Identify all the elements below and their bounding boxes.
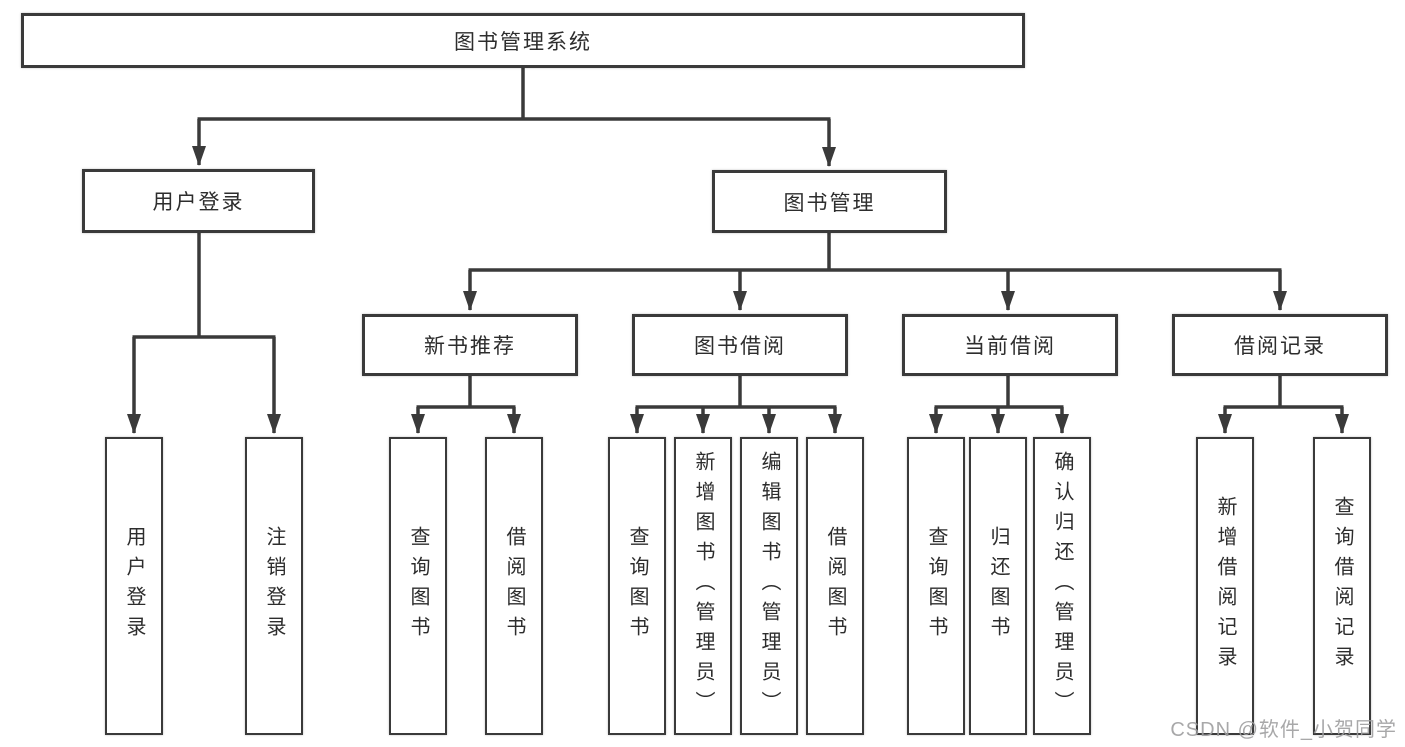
leaf-recommend-query-book-label: 查询图书: [407, 526, 429, 646]
leaf-current-query-book-label: 查询图书: [925, 526, 947, 646]
leaf-edit-book-admin: 编辑图书（管理员）: [740, 437, 798, 735]
node-user-login-branch: 用户登录: [82, 169, 315, 233]
leaf-add-book-admin: 新增图书（管理员）: [674, 437, 732, 735]
leaf-recommend-borrow-book: 借阅图书: [485, 437, 543, 735]
node-user-login-branch-label: 用户登录: [152, 191, 245, 214]
leaf-edit-book-admin-label: 编辑图书（管理员）: [758, 451, 780, 721]
leaf-user-login-label: 用户登录: [123, 526, 145, 646]
leaf-return-book-label: 归还图书: [987, 526, 1009, 646]
leaf-borrow-book: 借阅图书: [806, 437, 864, 735]
node-new-book-recommend-label: 新书推荐: [424, 335, 516, 358]
connector-current-borrow-to-leaves: [929, 376, 1069, 434]
leaf-confirm-return-admin-label: 确认归还（管理员）: [1051, 451, 1073, 721]
node-borrow-records-label: 借阅记录: [1234, 335, 1326, 358]
leaf-borrow-query-book: 查询图书: [608, 437, 666, 735]
connector-root-to-level2: [192, 68, 836, 167]
leaf-add-book-admin-label: 新增图书（管理员）: [692, 451, 714, 721]
node-root: 图书管理系统: [21, 13, 1025, 68]
leaf-borrow-book-label: 借阅图书: [824, 526, 846, 646]
node-current-borrow-label: 当前借阅: [964, 335, 1056, 358]
node-book-management-branch: 图书管理: [712, 170, 947, 233]
node-new-book-recommend: 新书推荐: [362, 314, 578, 376]
connector-borrow-records-to-leaves: [1218, 376, 1349, 434]
leaf-current-query-book: 查询图书: [907, 437, 965, 735]
leaf-logout-label: 注销登录: [263, 526, 285, 646]
leaf-recommend-borrow-book-label: 借阅图书: [503, 526, 525, 646]
leaf-borrow-query-book-label: 查询图书: [626, 526, 648, 646]
connector-user-login-to-leaves: [127, 233, 281, 434]
leaf-return-book: 归还图书: [969, 437, 1027, 735]
node-book-borrow: 图书借阅: [632, 314, 848, 376]
node-current-borrow: 当前借阅: [902, 314, 1118, 376]
connector-new-book-recommend-to-leaves: [411, 376, 521, 434]
leaf-confirm-return-admin: 确认归还（管理员）: [1033, 437, 1091, 735]
node-book-management-branch-label: 图书管理: [783, 191, 876, 215]
node-borrow-records: 借阅记录: [1172, 314, 1388, 376]
connector-book-management-to-level3: [463, 233, 1287, 311]
csdn-watermark: CSDN @软件_小贺同学: [1170, 719, 1397, 741]
leaf-recommend-query-book: 查询图书: [389, 437, 447, 735]
leaf-add-borrow-record: 新增借阅记录: [1196, 437, 1254, 735]
leaf-add-borrow-record-label: 新增借阅记录: [1214, 496, 1236, 676]
leaf-user-login: 用户登录: [105, 437, 163, 735]
node-book-borrow-label: 图书借阅: [694, 335, 786, 358]
node-root-label: 图书管理系统: [454, 30, 592, 54]
connector-book-borrow-to-leaves: [630, 376, 842, 434]
leaf-logout: 注销登录: [245, 437, 303, 735]
leaf-query-borrow-record: 查询借阅记录: [1313, 437, 1371, 735]
leaf-query-borrow-record-label: 查询借阅记录: [1331, 496, 1353, 676]
